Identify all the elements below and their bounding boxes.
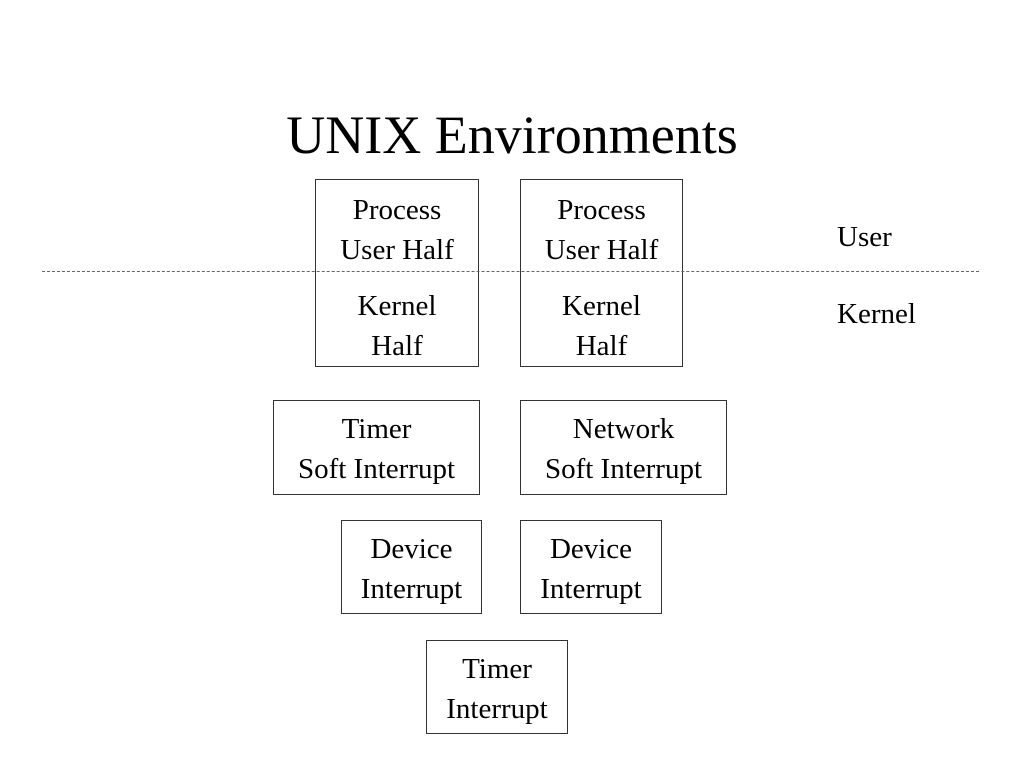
process-1-user-line1: Process: [352, 194, 442, 226]
process-box-1: Process User Half Kernel Half: [315, 179, 479, 367]
process-2-user-half: Process User Half: [521, 190, 682, 270]
timer-soft-interrupt-box: Timer Soft Interrupt: [273, 400, 480, 495]
timer-interrupt-text: Timer Interrupt: [427, 649, 567, 729]
process-1-user-half: Process User Half: [316, 190, 478, 270]
slide-title: UNIX Environments: [286, 105, 738, 165]
process-2-kernel-line1: Kernel: [562, 290, 641, 322]
device-interrupt-box-2: Device Interrupt: [520, 520, 662, 614]
device-1-line1: Device: [370, 533, 453, 565]
kernel-space-label: Kernel: [837, 298, 916, 330]
user-space-label: User: [837, 221, 892, 253]
process-1-kernel-line1: Kernel: [357, 290, 437, 322]
process-1-user-line2: User Half: [340, 234, 454, 266]
timer-interrupt-line2: Interrupt: [446, 693, 548, 725]
timer-soft-line1: Timer: [341, 413, 412, 445]
user-kernel-divider: [42, 271, 979, 272]
process-2-user-line1: Process: [557, 194, 646, 226]
device-1-line2: Interrupt: [360, 573, 463, 605]
device-interrupt-box-1: Device Interrupt: [341, 520, 482, 614]
timer-soft-line2: Soft Interrupt: [297, 453, 456, 485]
process-2-user-line2: User Half: [544, 234, 659, 266]
timer-interrupt-line1: Timer: [462, 653, 532, 685]
device-interrupt-2-text: Device Interrupt: [521, 529, 661, 609]
network-soft-interrupt-text: Network Soft Interrupt: [521, 409, 726, 489]
process-2-kernel-half: Kernel Half: [521, 286, 682, 366]
device-interrupt-1-text: Device Interrupt: [342, 529, 481, 609]
process-2-kernel-line2: Half: [575, 330, 628, 362]
process-box-2: Process User Half Kernel Half: [520, 179, 683, 367]
network-soft-line1: Network: [572, 413, 675, 445]
process-1-kernel-line2: Half: [371, 330, 423, 362]
device-2-line1: Device: [549, 533, 633, 565]
device-2-line2: Interrupt: [540, 573, 642, 605]
timer-soft-interrupt-text: Timer Soft Interrupt: [274, 409, 479, 489]
process-1-kernel-half: Kernel Half: [316, 286, 478, 366]
network-soft-line2: Soft Interrupt: [544, 453, 703, 485]
timer-interrupt-box: Timer Interrupt: [426, 640, 568, 734]
network-soft-interrupt-box: Network Soft Interrupt: [520, 400, 727, 495]
